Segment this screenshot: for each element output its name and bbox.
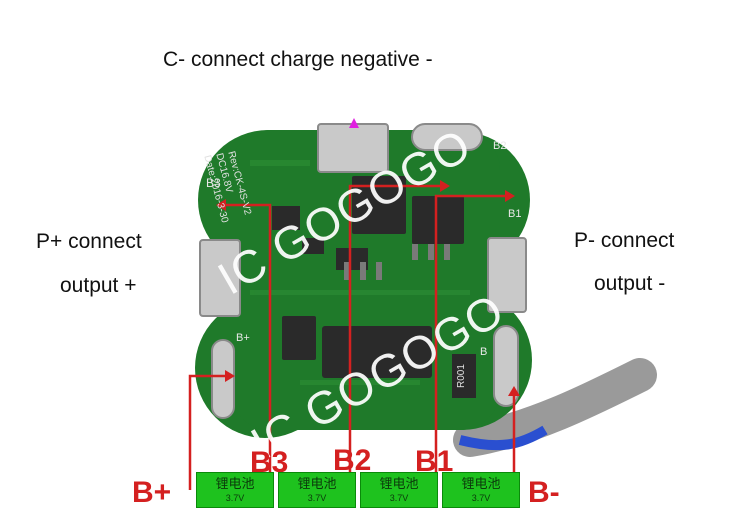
cell-voltage: 3.7V xyxy=(279,492,355,504)
cell-label: 锂电池 xyxy=(279,473,355,492)
cell-voltage: 3.7V xyxy=(197,492,273,504)
silk-b: B xyxy=(480,346,487,358)
cell-voltage: 3.7V xyxy=(443,492,519,504)
cell-label: 锂电池 xyxy=(361,473,437,492)
mosfet-2 xyxy=(412,196,464,244)
cell-voltage: 3.7V xyxy=(361,492,437,504)
battery-cell-1: 锂电池 3.7V xyxy=(196,472,274,508)
pad-bplus xyxy=(212,340,234,418)
silk-b2: B2 xyxy=(493,140,506,152)
terminal-bminus: B- xyxy=(528,476,560,510)
cell-label: 锂电池 xyxy=(443,473,519,492)
ic-small xyxy=(282,316,316,360)
cell-label: 锂电池 xyxy=(197,473,273,492)
silk-bplus: B+ xyxy=(236,332,250,344)
battery-cell-3: 锂电池 3.7V xyxy=(360,472,438,508)
battery-cell-4: 锂电池 3.7V xyxy=(442,472,520,508)
silk-b1: B1 xyxy=(508,208,521,220)
battery-cell-2: 锂电池 3.7V xyxy=(278,472,356,508)
silk-r: R001 xyxy=(456,364,467,388)
terminal-bplus: B+ xyxy=(132,476,171,510)
